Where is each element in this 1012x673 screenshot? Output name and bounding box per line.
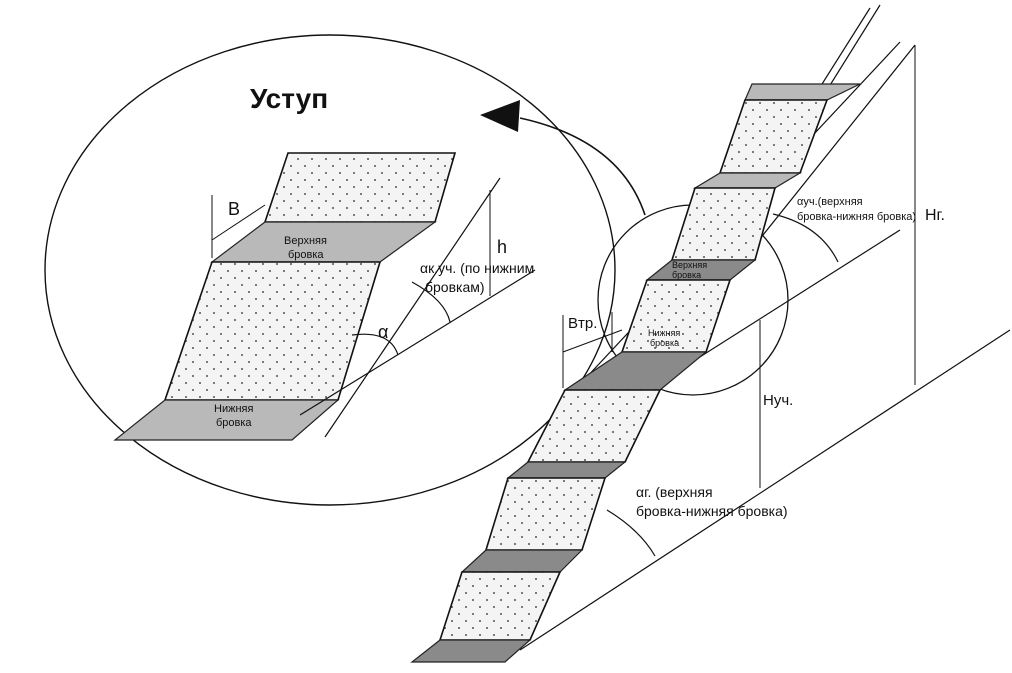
total-height-label: Hг.	[925, 207, 945, 224]
section-angle-arc-main	[772, 213, 839, 263]
inset-slope-line	[324, 177, 501, 438]
lower-crest-label: Нижняя бровка	[214, 403, 257, 429]
face-angle-arc	[351, 333, 399, 356]
inset-base-line	[299, 269, 536, 416]
section-angle-label: αк.уч. (по нижним бровкам)	[420, 260, 538, 295]
bench-inset: Уступ B h Верхняя бровка Нижняя бровка	[44, 34, 616, 506]
inset-title: Уступ	[250, 83, 328, 114]
lower-crest-berm	[113, 399, 340, 441]
main-upper-crest-label: Верхняя бровка	[672, 260, 710, 280]
section-angle-label-main: αуч.(верхняя бровка-нижняя бровка)	[797, 196, 916, 223]
main-slope: Bтр. Верхняя бровка Нижняя бровка αуч.(в…	[410, 4, 1011, 663]
top-berm	[744, 83, 861, 101]
main-lower-crest-label: Нижняя бровка	[648, 328, 683, 348]
upper-crest-label: Верхняя бровка	[284, 235, 330, 261]
berm-4	[506, 461, 627, 479]
slope-angle-label: αг. (верхняя бровка-нижняя бровка)	[636, 484, 788, 519]
face-angle-label: α	[378, 322, 388, 342]
zoom-arrow	[519, 117, 646, 216]
zoom-arrow-head	[480, 100, 520, 132]
bottom-berm	[410, 639, 532, 663]
section-angle-arc	[411, 281, 451, 323]
bench-height-label: h	[497, 237, 507, 257]
berm-1	[692, 172, 803, 189]
berm-width-label: Bтр.	[568, 315, 597, 332]
bench-width-label: B	[228, 199, 240, 219]
berm-5	[460, 549, 584, 573]
section-height-label: Hуч.	[763, 392, 793, 409]
base-line	[519, 329, 1011, 651]
slope-angle-arc	[606, 509, 656, 557]
